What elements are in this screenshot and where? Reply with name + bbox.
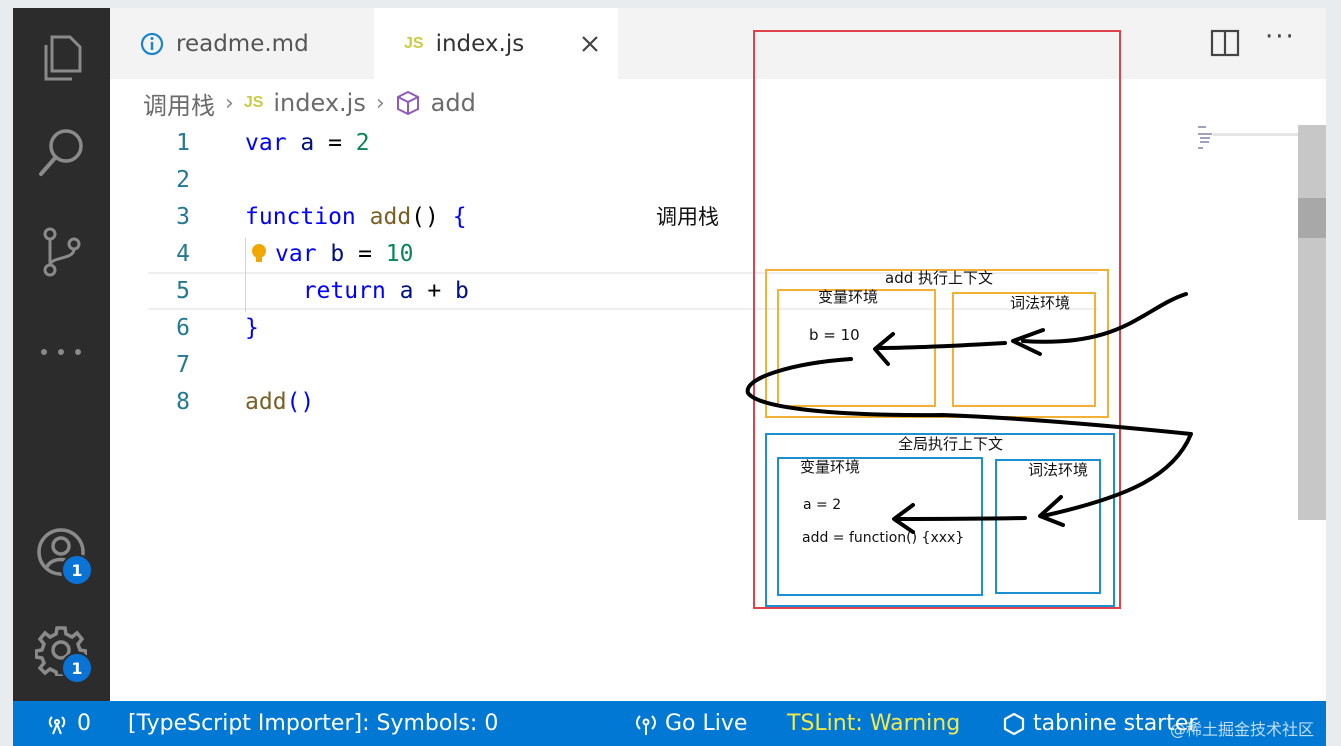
broadcast-icon [48,715,66,734]
global-variable-env-box [777,457,983,596]
go-live-button[interactable]: Go Live [635,701,747,746]
code-text: } [245,315,259,341]
gear-icon[interactable] [35,624,87,676]
code-line[interactable]: 7 [110,347,1110,384]
activity-bar: 1 1 [13,8,110,701]
lightbulb-icon[interactable] [251,243,267,265]
search-icon[interactable] [35,126,87,178]
minimap[interactable] [1193,123,1298,173]
add-variable-env-label: 变量环境 [818,288,879,306]
tabnine-status[interactable]: tabnine starter [1003,701,1197,746]
breadcrumb: 调用栈 › JS index.js › add [143,86,476,120]
broadcast-icon [636,714,656,735]
current-line-highlight [148,272,1098,310]
code-line[interactable]: 1 var a = 2 [110,125,1110,162]
code-text: var a = 2 [245,130,370,156]
tab-readme[interactable]: readme.md [110,8,404,79]
line-number: 8 [176,389,190,415]
status-bar: 0 [TypeScript Importer]: Symbols: 0 Go L… [13,701,1326,746]
line-number: 7 [176,352,190,378]
tab-bar: readme.md JS index.js ··· [110,8,1326,79]
chevron-right-icon: › [225,90,234,116]
global-var-a: a = 2 [803,497,842,513]
ports-count: 0 [77,711,91,736]
account-badge: 1 [61,554,93,586]
typescript-importer-status[interactable]: [TypeScript Importer]: Symbols: 0 [128,711,499,736]
tabnine-label: tabnine starter [1033,711,1198,736]
code-line[interactable]: 2 [110,162,1110,199]
code-line[interactable]: 3 function add() { [110,199,1110,236]
scrollbar-thumb[interactable] [1298,198,1326,238]
source-control-icon[interactable] [35,226,87,278]
add-lexical-env-label: 词法环境 [1010,294,1071,312]
code-text: add() [245,389,315,415]
global-variable-env-label: 变量环境 [800,458,861,476]
more-actions-button[interactable]: ··· [1265,22,1296,52]
code-line[interactable]: 5 return a + b [110,273,1110,310]
method-cube-icon [396,90,419,116]
global-context-title: 全局执行上下文 [898,435,1004,453]
code-line[interactable]: 4 var b = 10 [110,236,1110,273]
files-icon[interactable] [35,32,87,84]
code-text: var b = 10 [275,241,414,267]
line-number: 6 [176,315,190,341]
breadcrumb-symbol[interactable]: add [430,89,476,117]
line-number: 1 [176,130,190,156]
tslint-status[interactable]: TSLint: Warning [787,711,961,736]
tab-label: index.js [435,30,525,57]
add-context-title: add 执行上下文 [885,269,994,287]
breadcrumb-file[interactable]: index.js [273,89,366,117]
settings-badge: 1 [61,652,93,684]
line-number: 3 [176,204,190,230]
go-live-label: Go Live [665,711,748,736]
line-number: 5 [176,278,190,304]
line-number: 4 [176,241,190,267]
vscode-window: 1 1 readme.md JS index.js ··· 调用栈 › JS i… [13,8,1326,746]
split-editor-icon[interactable] [1210,28,1240,58]
info-icon [140,32,164,55]
line-number: 2 [176,167,190,193]
global-var-add: add = function() {xxx} [802,530,965,546]
close-icon[interactable] [580,34,600,54]
global-lexical-env-label: 词法环境 [1028,461,1089,479]
indent-guide [245,238,246,312]
breadcrumb-folder[interactable]: 调用栈 [143,91,215,120]
code-line[interactable]: 8 add() [110,384,1110,421]
tabnine-icon [1003,712,1025,735]
ports-status[interactable]: 0 [45,701,91,746]
js-file-icon: JS [243,94,264,111]
code-line[interactable]: 6} [110,310,1110,347]
vertical-scrollbar[interactable] [1298,125,1326,520]
code-text: return a + b [302,278,469,304]
more-icon[interactable] [35,326,87,378]
add-var-value: b = 10 [809,326,860,344]
watermark: @稀土掘金技术社区 [1169,720,1314,739]
tab-label: readme.md [176,30,309,57]
code-text: function add() { [245,204,467,230]
chevron-right-icon: › [375,90,385,116]
tab-index-js[interactable]: JS index.js [374,8,618,79]
js-file-icon: JS [404,34,424,52]
diagram-title: 调用栈 [656,205,719,229]
